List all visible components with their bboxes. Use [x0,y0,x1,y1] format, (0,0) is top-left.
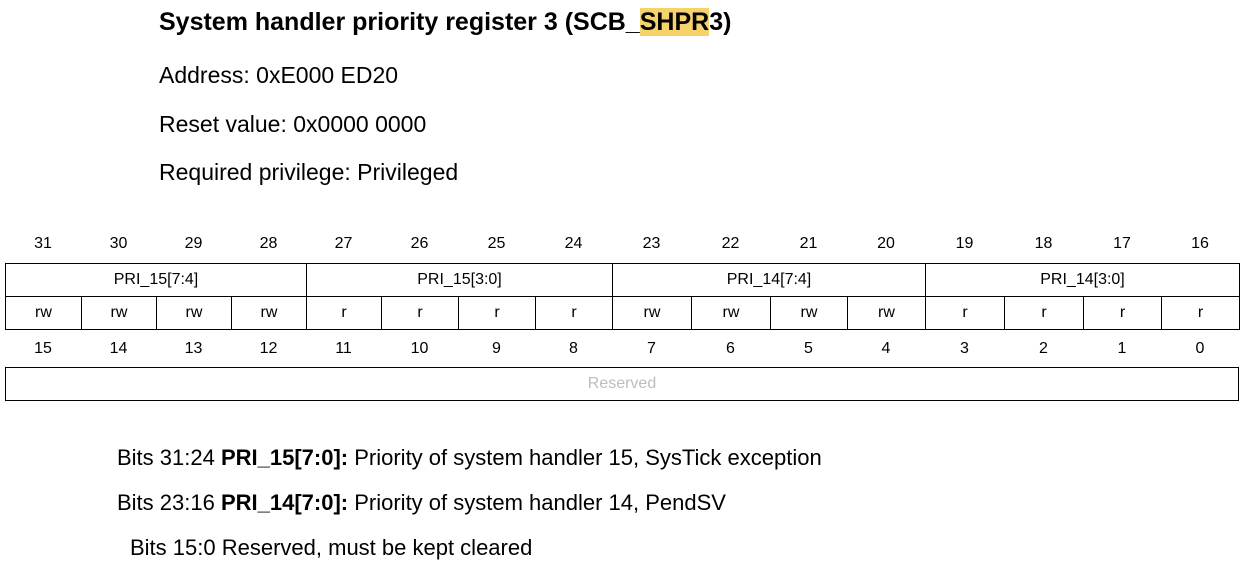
field-description: Priority of system handler 15, SysTick e… [348,445,822,470]
bit-number: 3 [960,340,969,357]
bit-number: 15 [34,340,52,357]
bit-range: Bits 15:0 [130,535,216,560]
lower-bit-numbers: 15 14 13 12 11 10 9 8 7 6 5 4 3 2 1 0 [5,340,1239,358]
bit-description: Bits 23:16 PRI_14[7:0]: Priority of syst… [117,490,726,516]
access-cell: r [306,296,382,330]
field-row: Reserved [5,367,1239,401]
access-cell: rw [847,296,926,330]
access-cell: rw [81,296,157,330]
bit-number: 1 [1117,340,1127,357]
bit-description: Bits 31:24 PRI_15[7:0]: Priority of syst… [117,445,822,471]
register-title: System handler priority register 3 (SCB_… [159,8,731,37]
bit-number: 13 [184,340,203,357]
access-cell: r [535,296,613,330]
access-cell: r [381,296,459,330]
bit-number: 28 [259,235,278,252]
bit-number: 16 [1191,235,1209,252]
access-cell: r [1083,296,1162,330]
access-cell: rw [612,296,692,330]
bit-range: Bits 23:16 [117,490,215,515]
upper-register-table: PRI_15[7:4] PRI_15[3:0] PRI_14[7:4] PRI_… [5,263,1240,330]
bit-number: 12 [259,340,278,357]
register-privilege: Required privilege: Privileged [159,159,459,185]
bit-range: Bits 31:24 [117,445,215,470]
bit-number: 7 [647,340,656,357]
bit-number: 6 [726,340,735,357]
bit-number: 20 [877,235,895,252]
bit-number: 26 [410,235,429,252]
bit-number: 14 [109,340,128,357]
bit-number: 4 [881,340,891,357]
register-address: Address: 0xE000 ED20 [159,62,399,88]
bit-number: 18 [1034,235,1053,252]
field-pri15-low: PRI_15[3:0] [306,263,613,297]
field-pri14-low: PRI_14[3:0] [925,263,1240,297]
access-cell: r [458,296,536,330]
bit-number: 31 [34,235,52,252]
access-cell: rw [770,296,848,330]
bit-number: 27 [334,235,353,252]
bit-number: 17 [1113,235,1131,252]
bit-description: Bits 15:0 Reserved, must be kept cleared [130,535,532,561]
bit-number: 11 [335,340,352,357]
register-reset-value: Reset value: 0x0000 0000 [159,111,427,137]
bit-number: 24 [564,235,583,252]
access-cell: rw [5,296,82,330]
bit-number: 25 [487,235,506,252]
bit-number: 9 [492,340,501,357]
field-description: Reserved, must be kept cleared [221,535,533,560]
access-cell: r [925,296,1005,330]
bit-number: 22 [721,235,740,252]
bit-number: 21 [799,235,818,252]
field-pri14-high: PRI_14[7:4] [612,263,926,297]
title-highlight: SHPR [639,8,710,36]
field-name: PRI_15[7:0]: [220,445,349,470]
field-pri15-high: PRI_15[7:4] [5,263,307,297]
access-cell: r [1004,296,1084,330]
field-reserved: Reserved [5,367,1239,401]
bit-number: 2 [1039,340,1048,357]
upper-bit-numbers: 31 30 29 28 27 26 25 24 23 22 21 20 19 1… [5,235,1239,253]
bit-number: 29 [184,235,203,252]
bit-number: 8 [569,340,578,357]
access-cell: rw [156,296,232,330]
bit-number: 19 [955,235,974,252]
lower-register-table: Reserved [5,367,1239,401]
bit-number: 23 [642,235,661,252]
access-cell: r [1161,296,1240,330]
bit-number: 10 [410,340,429,357]
bit-number: 5 [804,340,813,357]
access-row: rw rw rw rw r r r r rw rw rw rw r r r r [5,296,1240,330]
access-cell: rw [691,296,771,330]
field-row: PRI_15[7:4] PRI_15[3:0] PRI_14[7:4] PRI_… [5,263,1240,297]
bit-number: 0 [1195,340,1205,357]
bit-number: 30 [109,235,128,252]
field-description: Priority of system handler 14, PendSV [348,490,726,515]
title-prefix: System handler priority register 3 (SCB_ [159,8,640,36]
access-cell: rw [231,296,307,330]
field-name: PRI_14[7:0]: [220,490,349,515]
title-suffix: 3) [709,8,732,36]
